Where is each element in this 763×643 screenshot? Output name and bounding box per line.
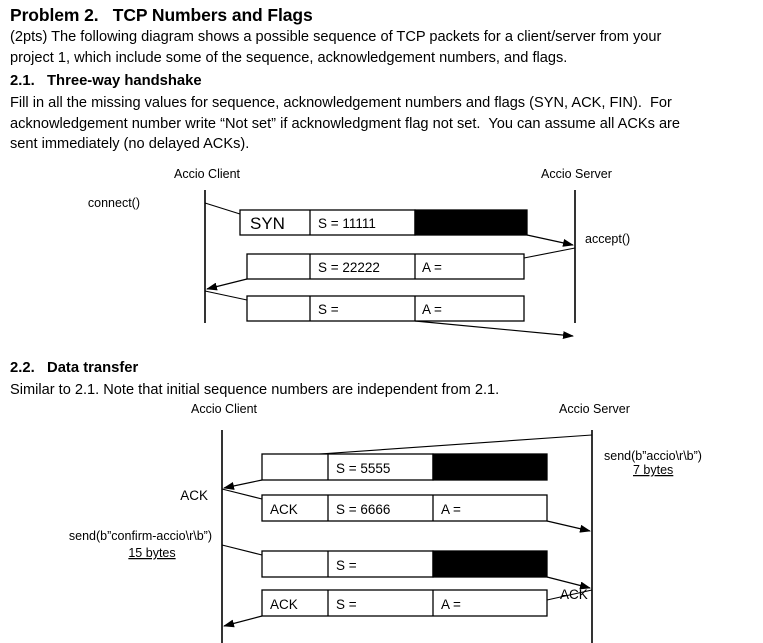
d2-pkt2-ack: A =: [441, 502, 461, 517]
d1-pkt3-ack: A =: [422, 302, 442, 317]
d2-pkt3-seq: S =: [336, 558, 357, 573]
section-2-2-line-1: Similar to 2.1. Note that initial sequen…: [10, 382, 500, 398]
d2-client-send-bytes: 15 bytes: [128, 546, 175, 560]
handshake-sequence-diagram: Accio Client Accio Server connect() acce…: [0, 160, 763, 340]
d2-pkt4-flag: ACK: [270, 597, 298, 612]
d1-server-label: Accio Server: [541, 167, 612, 181]
d2-client-send-call: send(b”confirm-accio\r\b”): [69, 529, 212, 543]
d2-pkt4-seq: S =: [336, 597, 357, 612]
d2-pkt2-flag: ACK: [270, 502, 298, 517]
section-2-1-line-1: Fill in all the missing values for seque…: [10, 95, 672, 111]
d1-pkt3-seq: S =: [318, 302, 339, 317]
d1-client-label: Accio Client: [174, 167, 241, 181]
d2-server-send-call: send(b”accio\r\b”): [604, 449, 702, 463]
d1-accept-label: accept(): [585, 232, 630, 246]
d2-client-ack-note: ACK: [180, 488, 208, 503]
data-transfer-sequence-diagram: Accio Client Accio Server send(b”accio\r…: [0, 400, 763, 643]
d1-pkt1-flag: SYN: [250, 214, 285, 233]
d2-server-send-bytes: 7 bytes: [633, 463, 673, 477]
d1-pkt1-seq: S = 11111: [318, 216, 376, 231]
d1-connect-label: connect(): [88, 196, 140, 210]
problem-statement: Problem 2. TCP Numbers and Flags (2pts) …: [10, 4, 755, 155]
d1-pkt2-seq: S = 22222: [318, 260, 380, 275]
page-title: Problem 2. TCP Numbers and Flags: [10, 5, 313, 25]
d2-pkt2-seq: S = 6666: [336, 502, 390, 517]
section-2-2-block: 2.2. Data transfer Similar to 2.1. Note …: [10, 355, 755, 401]
d2-pkt4-ack: A =: [441, 597, 461, 612]
section-2-1-line-3: sent immediately (no delayed ACKs).: [10, 136, 250, 152]
d2-server-label: Accio Server: [559, 402, 630, 416]
d2-client-label: Accio Client: [191, 402, 258, 416]
section-2-2-heading: 2.2. Data transfer: [10, 360, 139, 376]
section-2-1-heading: 2.1. Three-way handshake: [10, 73, 202, 89]
intro-line-2: project 1, which include some of the seq…: [10, 49, 568, 66]
section-2-1-line-2: acknowledgement number write “Not set” i…: [10, 115, 681, 132]
d1-pkt2-ack: A =: [422, 260, 442, 275]
intro-line-1: (2pts) The following diagram shows a pos…: [10, 29, 662, 45]
d2-pkt1-seq: S = 5555: [336, 461, 390, 476]
